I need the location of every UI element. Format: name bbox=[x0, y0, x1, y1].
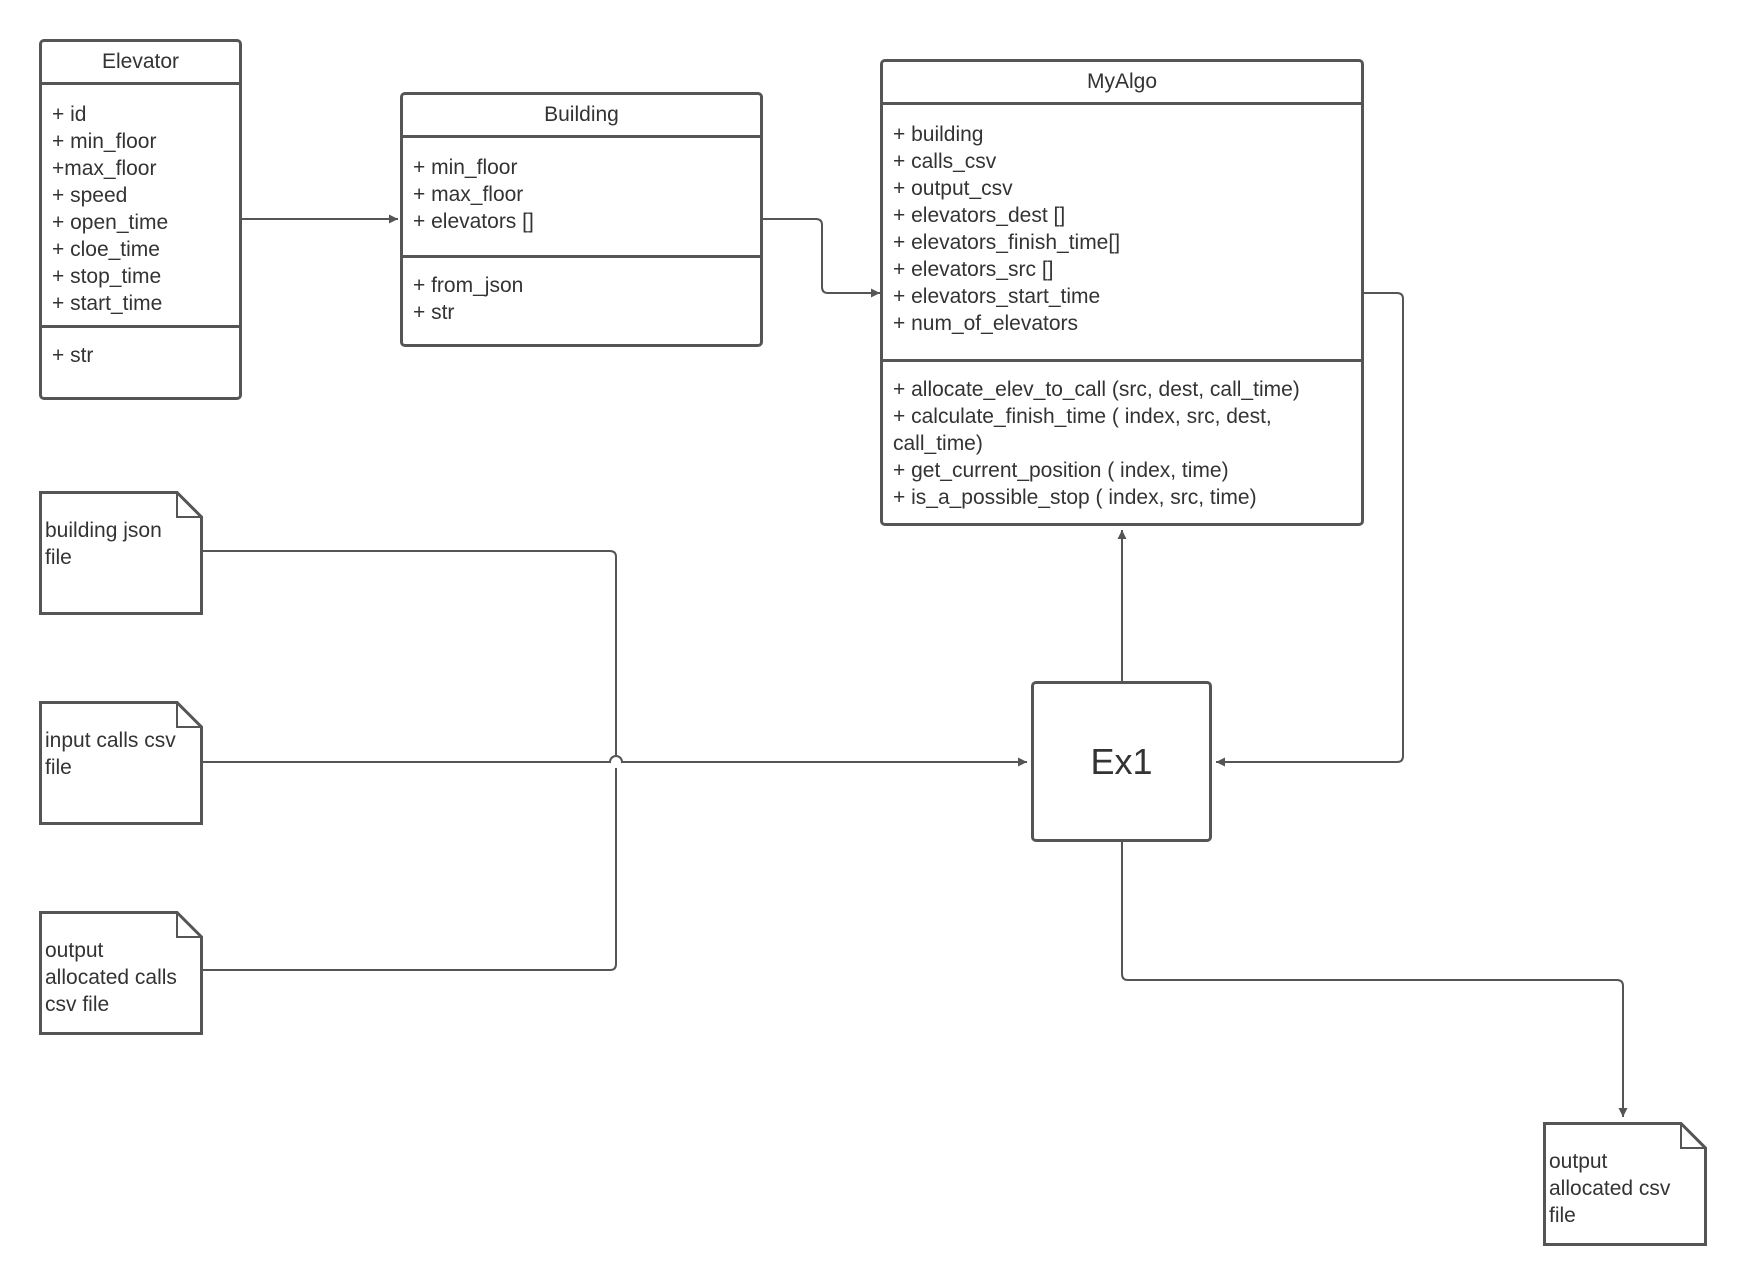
myalgo-methods: + allocate_elev_to_call (src, dest, call… bbox=[883, 359, 1361, 519]
arrow-input-calls-to-ex1 bbox=[202, 755, 1027, 767]
building-methods: + from_json + str bbox=[403, 255, 760, 334]
file-icon bbox=[39, 701, 203, 825]
method: + from_json bbox=[413, 274, 524, 297]
input-calls-file-note: input calls csv file bbox=[39, 701, 203, 825]
building-class-title: Building bbox=[403, 95, 760, 138]
building-class: Building + min_floor + max_floor + eleva… bbox=[400, 92, 763, 347]
arrow-building-to-myalgo bbox=[762, 218, 880, 298]
output-allocated-csv-file-note: output allocated csv file bbox=[1543, 1122, 1707, 1246]
attribute: + max_floor bbox=[413, 183, 524, 206]
output-allocated-calls-file-note: output allocated calls csv file bbox=[39, 911, 203, 1035]
attribute: + id bbox=[52, 103, 87, 126]
attribute: + elevators_src [] bbox=[893, 258, 1054, 281]
file-label: building json file bbox=[45, 519, 162, 569]
myalgo-class-title: MyAlgo bbox=[883, 62, 1361, 105]
attribute: + speed bbox=[52, 184, 128, 207]
elevator-class-title: Elevator bbox=[42, 42, 239, 85]
attribute: + open_time bbox=[52, 211, 169, 234]
method: + is_a_possible_stop ( index, src, time) bbox=[893, 486, 1257, 509]
file-icon bbox=[39, 491, 203, 615]
attribute: + building bbox=[893, 123, 984, 146]
myalgo-attributes: + building + calls_csv + output_csv + el… bbox=[883, 105, 1361, 359]
attribute: +max_floor bbox=[52, 157, 157, 180]
method: + str bbox=[52, 344, 94, 367]
file-label: output allocated csv file bbox=[1549, 1150, 1671, 1227]
attribute: + cloe_time bbox=[52, 238, 160, 261]
attribute: + min_floor bbox=[413, 156, 518, 179]
elevator-methods: + str bbox=[42, 325, 239, 377]
attribute: + elevators_finish_time[] bbox=[893, 231, 1121, 254]
attribute: + start_time bbox=[52, 292, 163, 315]
ex1-label: Ex1 bbox=[1090, 740, 1153, 782]
file-icon bbox=[1543, 1122, 1707, 1246]
attribute: + calls_csv bbox=[893, 150, 997, 173]
arrow-ex1-to-output-file bbox=[1121, 842, 1628, 1117]
method: + allocate_elev_to_call (src, dest, call… bbox=[893, 378, 1300, 401]
file-label: output allocated calls csv file bbox=[45, 939, 177, 1016]
attribute: + num_of_elevators bbox=[893, 312, 1079, 335]
attribute: + elevators [] bbox=[413, 210, 534, 233]
attribute: + output_csv bbox=[893, 177, 1013, 200]
attribute: + stop_time bbox=[52, 265, 162, 288]
method: + calculate_finish_time ( index, src, de… bbox=[893, 405, 1272, 455]
method: + get_current_position ( index, time) bbox=[893, 459, 1229, 482]
connector-building-json-file bbox=[202, 550, 617, 756]
file-label: input calls csv file bbox=[45, 729, 176, 779]
ex1-box: Ex1 bbox=[1031, 681, 1212, 842]
attribute: + min_floor bbox=[52, 130, 157, 153]
building-json-file-note: building json file bbox=[39, 491, 203, 615]
connector-output-calls-file bbox=[202, 768, 617, 971]
method: + str bbox=[413, 301, 455, 324]
elevator-class: Elevator + id + min_floor +max_floor + s… bbox=[39, 39, 242, 400]
attribute: + elevators_start_time bbox=[893, 285, 1101, 308]
myalgo-class: MyAlgo + building + calls_csv + output_c… bbox=[880, 59, 1364, 526]
file-icon bbox=[39, 911, 203, 1035]
building-attributes: + min_floor + max_floor + elevators [] bbox=[403, 138, 760, 255]
attribute: + elevators_dest [] bbox=[893, 204, 1066, 227]
elevator-attributes: + id + min_floor +max_floor + speed + op… bbox=[42, 85, 239, 325]
arrow-myalgo-to-ex1 bbox=[1216, 292, 1404, 767]
